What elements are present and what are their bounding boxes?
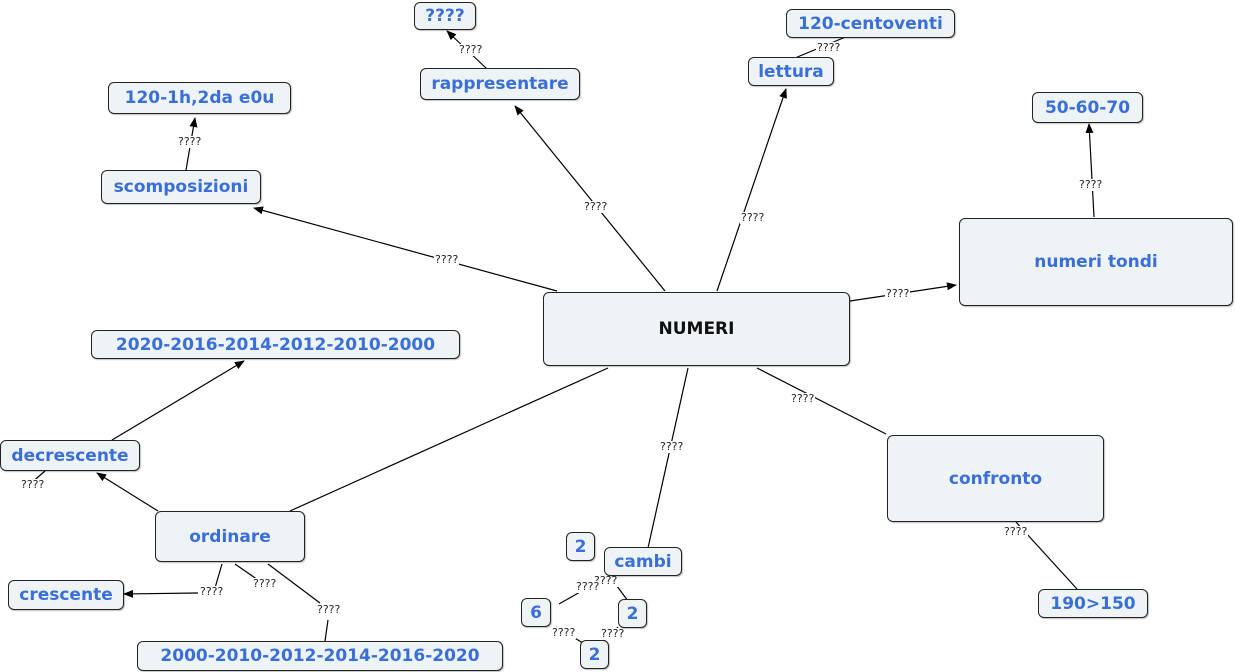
node-decrescente[interactable]: decrescente [0,440,140,471]
link-ord-asc-a [234,563,259,581]
link-ord-asc-b [267,563,321,604]
node-tondi-values[interactable]: 50-60-70 [1032,92,1143,123]
link-label: ???? [885,287,911,300]
node-scomposizioni[interactable]: scomposizioni [101,170,261,204]
node-question-top[interactable]: ???? [414,2,476,30]
link-lettura [716,88,787,292]
link-scomposizioni [253,206,558,292]
link-confronto [756,367,887,435]
node-cambi-2a[interactable]: 2 [566,532,595,561]
link-label: ???? [1003,525,1029,538]
link-desc-seq [111,360,245,441]
node-centoventi[interactable]: 120-centoventi [786,9,955,38]
node-cmp-value[interactable]: 190>150 [1038,589,1148,618]
link-label: ???? [816,41,842,54]
link-label: ???? [583,200,609,213]
link-rappresentare [514,105,666,292]
node-numeri[interactable]: NUMERI [543,292,850,366]
link-ordinare [289,367,609,512]
node-lettura[interactable]: lettura [748,57,834,86]
link-label: ???? [199,585,225,598]
link-label: ???? [252,577,278,590]
node-numeri-tondi[interactable]: numeri tondi [959,218,1233,306]
link-label: ???? [458,43,484,56]
link-label: ???? [659,440,685,453]
node-cambi-2c[interactable]: 2 [580,640,609,669]
node-crescente[interactable]: crescente [8,580,124,610]
node-cambi-2b[interactable]: 2 [618,599,647,628]
node-cambi-6[interactable]: 6 [521,598,551,627]
node-desc-seq[interactable]: 2020-2016-2014-2012-2010-2000 [91,330,460,359]
link-label: ???? [551,626,577,639]
link-label: ???? [20,478,46,491]
node-h-da-u[interactable]: 120-1h,2da e0u [108,82,291,114]
link-cambi [647,367,689,549]
link-ord-asc-c [324,619,329,642]
link-tondi-values [1085,123,1095,218]
node-rappresentare[interactable]: rappresentare [420,68,580,100]
link-label: ???? [177,135,203,148]
node-ordinare[interactable]: ordinare [155,511,305,562]
link-label: ???? [575,580,601,593]
link-decrescente [96,472,159,512]
link-label: ???? [316,603,342,616]
link-label: ???? [434,253,460,266]
link-label: ???? [740,211,766,224]
link-crescente [123,589,199,598]
node-confronto[interactable]: confronto [887,435,1104,522]
link-ord-cres-a [214,563,223,589]
link-label: ???? [790,392,816,405]
link-label: ???? [1078,178,1104,191]
node-asc-seq[interactable]: 2000-2010-2012-2014-2016-2020 [137,641,503,671]
node-cambi[interactable]: cambi [604,547,682,576]
link-label: ???? [600,627,626,640]
